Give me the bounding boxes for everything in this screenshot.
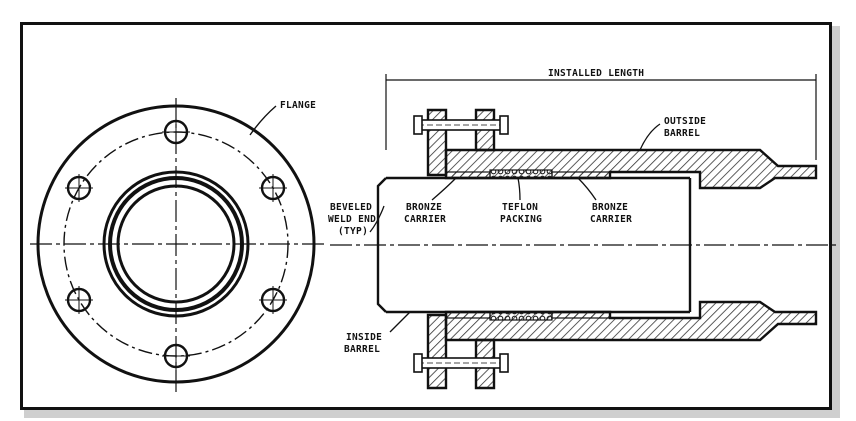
- teflon-packing-upper: [489, 169, 553, 179]
- teflon-packing-label-line1: TEFLON: [502, 202, 538, 213]
- teflon-packing-label-line2: PACKING: [500, 214, 542, 225]
- bronze-carrier-left-label-line1: BRONZE: [406, 202, 442, 213]
- flange-leader: [249, 105, 277, 136]
- beveled-weld-end-label-line2: WELD END: [328, 214, 376, 225]
- bronze-carrier-lower-right: [551, 311, 611, 319]
- teflon-packing-leader: [517, 177, 521, 201]
- bronze-carrier-left-leader: [431, 177, 457, 201]
- drawing-frame: [20, 22, 832, 410]
- bolt-nut: [499, 353, 509, 373]
- inside-barrel-leader: [389, 311, 411, 333]
- bolt-nut: [413, 353, 423, 373]
- bolt-hole: [162, 342, 190, 370]
- teflon-packing-lower: [489, 311, 553, 321]
- upper-gland-assembly: [413, 108, 509, 177]
- outside-barrel-label-line2: BARREL: [664, 128, 700, 139]
- flange-end-view: FLANGE: [30, 98, 326, 392]
- outside-barrel-label-line1: OUTSIDE: [664, 116, 706, 127]
- bolt-hole: [259, 174, 287, 202]
- bronze-carrier-upper-left: [445, 171, 491, 179]
- bolt-hole: [259, 286, 287, 314]
- bolt-hole: [65, 174, 93, 202]
- bronze-carrier-left-label-line2: CARRIER: [404, 214, 446, 225]
- bolt-hole: [162, 118, 190, 146]
- flange-label: FLANGE: [280, 100, 316, 111]
- outside-barrel-lower: [444, 300, 818, 342]
- beveled-weld-end-label-line1: BEVELED: [330, 202, 372, 213]
- bronze-carrier-right-label-line2: CARRIER: [590, 214, 632, 225]
- section-view: INSTALLED LENGTH: [328, 68, 836, 390]
- bronze-carrier-right-label-line1: BRONZE: [592, 202, 628, 213]
- inside-barrel-label-line1: INSIDE: [346, 332, 382, 343]
- outside-barrel-leader: [639, 123, 661, 151]
- bolt-nut: [413, 115, 423, 135]
- lower-gland-assembly: [413, 313, 509, 390]
- bronze-carrier-lower-left: [445, 311, 491, 319]
- inside-barrel-label-line2: BARREL: [344, 344, 380, 355]
- outside-barrel-upper: [444, 148, 818, 190]
- installed-length-label: INSTALLED LENGTH: [548, 68, 644, 79]
- bronze-carrier-right-leader: [577, 177, 597, 201]
- bronze-carrier-upper-right: [551, 171, 611, 179]
- beveled-weld-end-label-line3: (TYP): [338, 226, 368, 237]
- bolt-nut: [499, 115, 509, 135]
- bolt-hole: [65, 286, 93, 314]
- beveled-weld-end-leader: [369, 205, 385, 233]
